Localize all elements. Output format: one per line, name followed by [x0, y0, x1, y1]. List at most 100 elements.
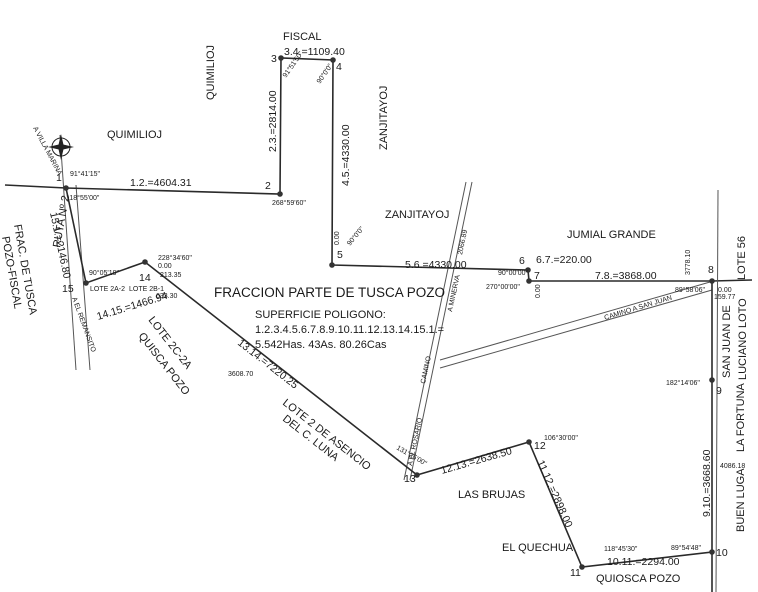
- angle-5: 90°0'0": [345, 225, 366, 248]
- side-11-12-label: 11.12.=2898.00: [534, 458, 575, 529]
- place-las-brujas: LAS BRUJAS: [458, 489, 525, 501]
- road-camino-a-san-juan: CAMINO A SAN JUAN: [604, 295, 673, 322]
- road-a-villa-marina: A VILLA MARINA: [31, 126, 63, 177]
- boundary-extension-west: [4, 184, 67, 189]
- place-lote-2-de-asencio: LOTE 2 DE ASENCIO: [280, 397, 373, 473]
- vertex-markers: [63, 55, 715, 570]
- place-zanjitayoj-vertical: ZANJITAYOJ: [378, 86, 390, 150]
- place-lote-2a-2: LOTE 2A-2: [90, 286, 125, 293]
- side-6-7-label: 6.7.=220.00: [536, 254, 592, 266]
- vertex-label: 4: [336, 61, 342, 73]
- vertex-4: [330, 57, 336, 63]
- side-12-13-label: 12.13.=2638.50: [440, 445, 514, 477]
- vertex-label: 8: [708, 264, 714, 276]
- aux-zero-7: 0.00: [535, 284, 542, 298]
- vertex-label: 15: [62, 283, 74, 295]
- area-heading: SUPERFICIE POLIGONO:: [255, 309, 386, 321]
- side-3-4-label: 3.4.=1109.40: [284, 46, 345, 58]
- vertex-9: [709, 377, 715, 383]
- east-border-line: [715, 189, 719, 592]
- aux-3608: 3608.70: [228, 371, 253, 378]
- vertex-label: 1: [56, 172, 62, 184]
- place-jumial-grande: JUMIAL GRANDE: [567, 229, 656, 241]
- side-7-8-label: 7.8.=3868.00: [595, 270, 657, 282]
- vertex-5: [329, 262, 335, 268]
- vertex-label: 12: [534, 440, 546, 452]
- place-la-fortuna: LA FORTUNA: [735, 382, 747, 452]
- aux-159: 159.77: [714, 294, 736, 301]
- side-2-3-label: 2.3.=2814.00: [267, 90, 279, 152]
- vertex-1: [63, 185, 69, 191]
- road-a-minerva-right: [409, 181, 473, 481]
- vertex-label: 11: [570, 567, 581, 579]
- vertex-label: 14: [139, 272, 151, 284]
- vertex-label: 13: [404, 473, 416, 485]
- place-quiosca-pozo: QUIOSCA POZO: [596, 573, 681, 585]
- aux-2066: 2066.89: [457, 229, 469, 255]
- side-5-6-label: 5.6.=4330.00: [405, 259, 467, 271]
- place-lote-2b-1: LOTE 2B-1: [129, 286, 164, 293]
- place-san-juan-de: SAN JUAN DE: [721, 305, 733, 378]
- aux-633: 633.30: [156, 293, 178, 300]
- angle-9: 182°14'06": [666, 379, 700, 387]
- angle-7b: 270°00'00": [486, 283, 520, 291]
- survey-polygon: [65, 57, 713, 568]
- angle-12: 106°30'00": [544, 434, 578, 442]
- map-title: FRACCION PARTE DE TUSCA POZO: [214, 285, 445, 300]
- side-4-5-label: 4.5.=4330.00: [340, 124, 352, 186]
- angle-14b: 0.00: [158, 263, 172, 270]
- angle-15: 90°05'19": [89, 269, 119, 277]
- aux-zero-8: 0.00: [718, 287, 732, 294]
- road-a-minerva-left: [403, 181, 467, 481]
- angle-1b: 118°55'00": [66, 194, 100, 202]
- angle-4: 90°0'0": [315, 62, 335, 85]
- side-10-11-label: 10.11.=2294.00: [607, 556, 680, 568]
- vertex-label: 5: [337, 249, 343, 261]
- angle-14a: 228°34'60": [158, 254, 192, 262]
- vertex-8: [709, 278, 715, 284]
- vertex-6: [525, 267, 531, 273]
- vertex-15: [83, 280, 89, 286]
- vertex-7: [526, 278, 532, 284]
- aux-3778: 3778.10: [685, 250, 692, 275]
- vertex-label: 3: [271, 53, 277, 65]
- vertex-12: [526, 439, 532, 445]
- place-buen-luga: BUEN LUGA: [735, 468, 747, 532]
- angle-11: 118°45'30": [604, 545, 638, 553]
- area-value: 5.542Has. 43As. 80.26Cas: [255, 339, 387, 351]
- side-9-10-label: 9.10.=3668.60: [701, 449, 713, 517]
- place-quimilioj-vertical: QUIMILIOJ: [205, 45, 217, 100]
- vertex-2: [277, 191, 283, 197]
- vertex-label: 2: [265, 180, 271, 192]
- area-polygon: 1.2.3.4.5.6.7.8.9.10.11.12.13.14.15.1.=: [255, 324, 444, 336]
- camino-a-san-juan-upper: [439, 281, 711, 361]
- vertex-14: [142, 259, 148, 265]
- vertex-13: [414, 472, 420, 478]
- ruta-2-road-left: [59, 134, 77, 371]
- aux-213: 213.35: [160, 272, 182, 279]
- place-lote-56: LOTE 56: [736, 236, 748, 280]
- vertex-label: 10: [716, 547, 728, 559]
- vertex-label: 9: [716, 385, 722, 397]
- vertex-10: [709, 549, 715, 555]
- north-arrow-icon: [48, 134, 74, 160]
- place-luciano-loto: LUCIANO LOTO: [737, 298, 749, 380]
- aux-zero-5: 0.00: [334, 231, 341, 245]
- angle-7a: 90°00'00": [498, 269, 528, 277]
- vertex-3: [278, 55, 284, 61]
- aux-4086: 4086.18: [720, 463, 745, 470]
- side-1-2-label: 1.2.=4604.31: [130, 177, 192, 189]
- boundary-extension-east: [711, 279, 753, 282]
- camino-a-san-juan-lower: [439, 289, 713, 369]
- place-quimilioj: QUIMILIOJ: [107, 129, 162, 141]
- place-zanjitayoj: ZANJITAYOJ: [385, 209, 449, 221]
- angle-1a: 91°41'15": [70, 170, 100, 178]
- vertex-label: 6: [519, 255, 525, 267]
- vertex-label: 7: [534, 270, 540, 282]
- angle-10: 89°54'48": [671, 544, 701, 552]
- ruta-2-road-right: [75, 184, 91, 371]
- angle-8: 89°58'06": [675, 286, 705, 294]
- angle-2: 268°59'60": [272, 199, 306, 207]
- vertex-11: [579, 564, 585, 570]
